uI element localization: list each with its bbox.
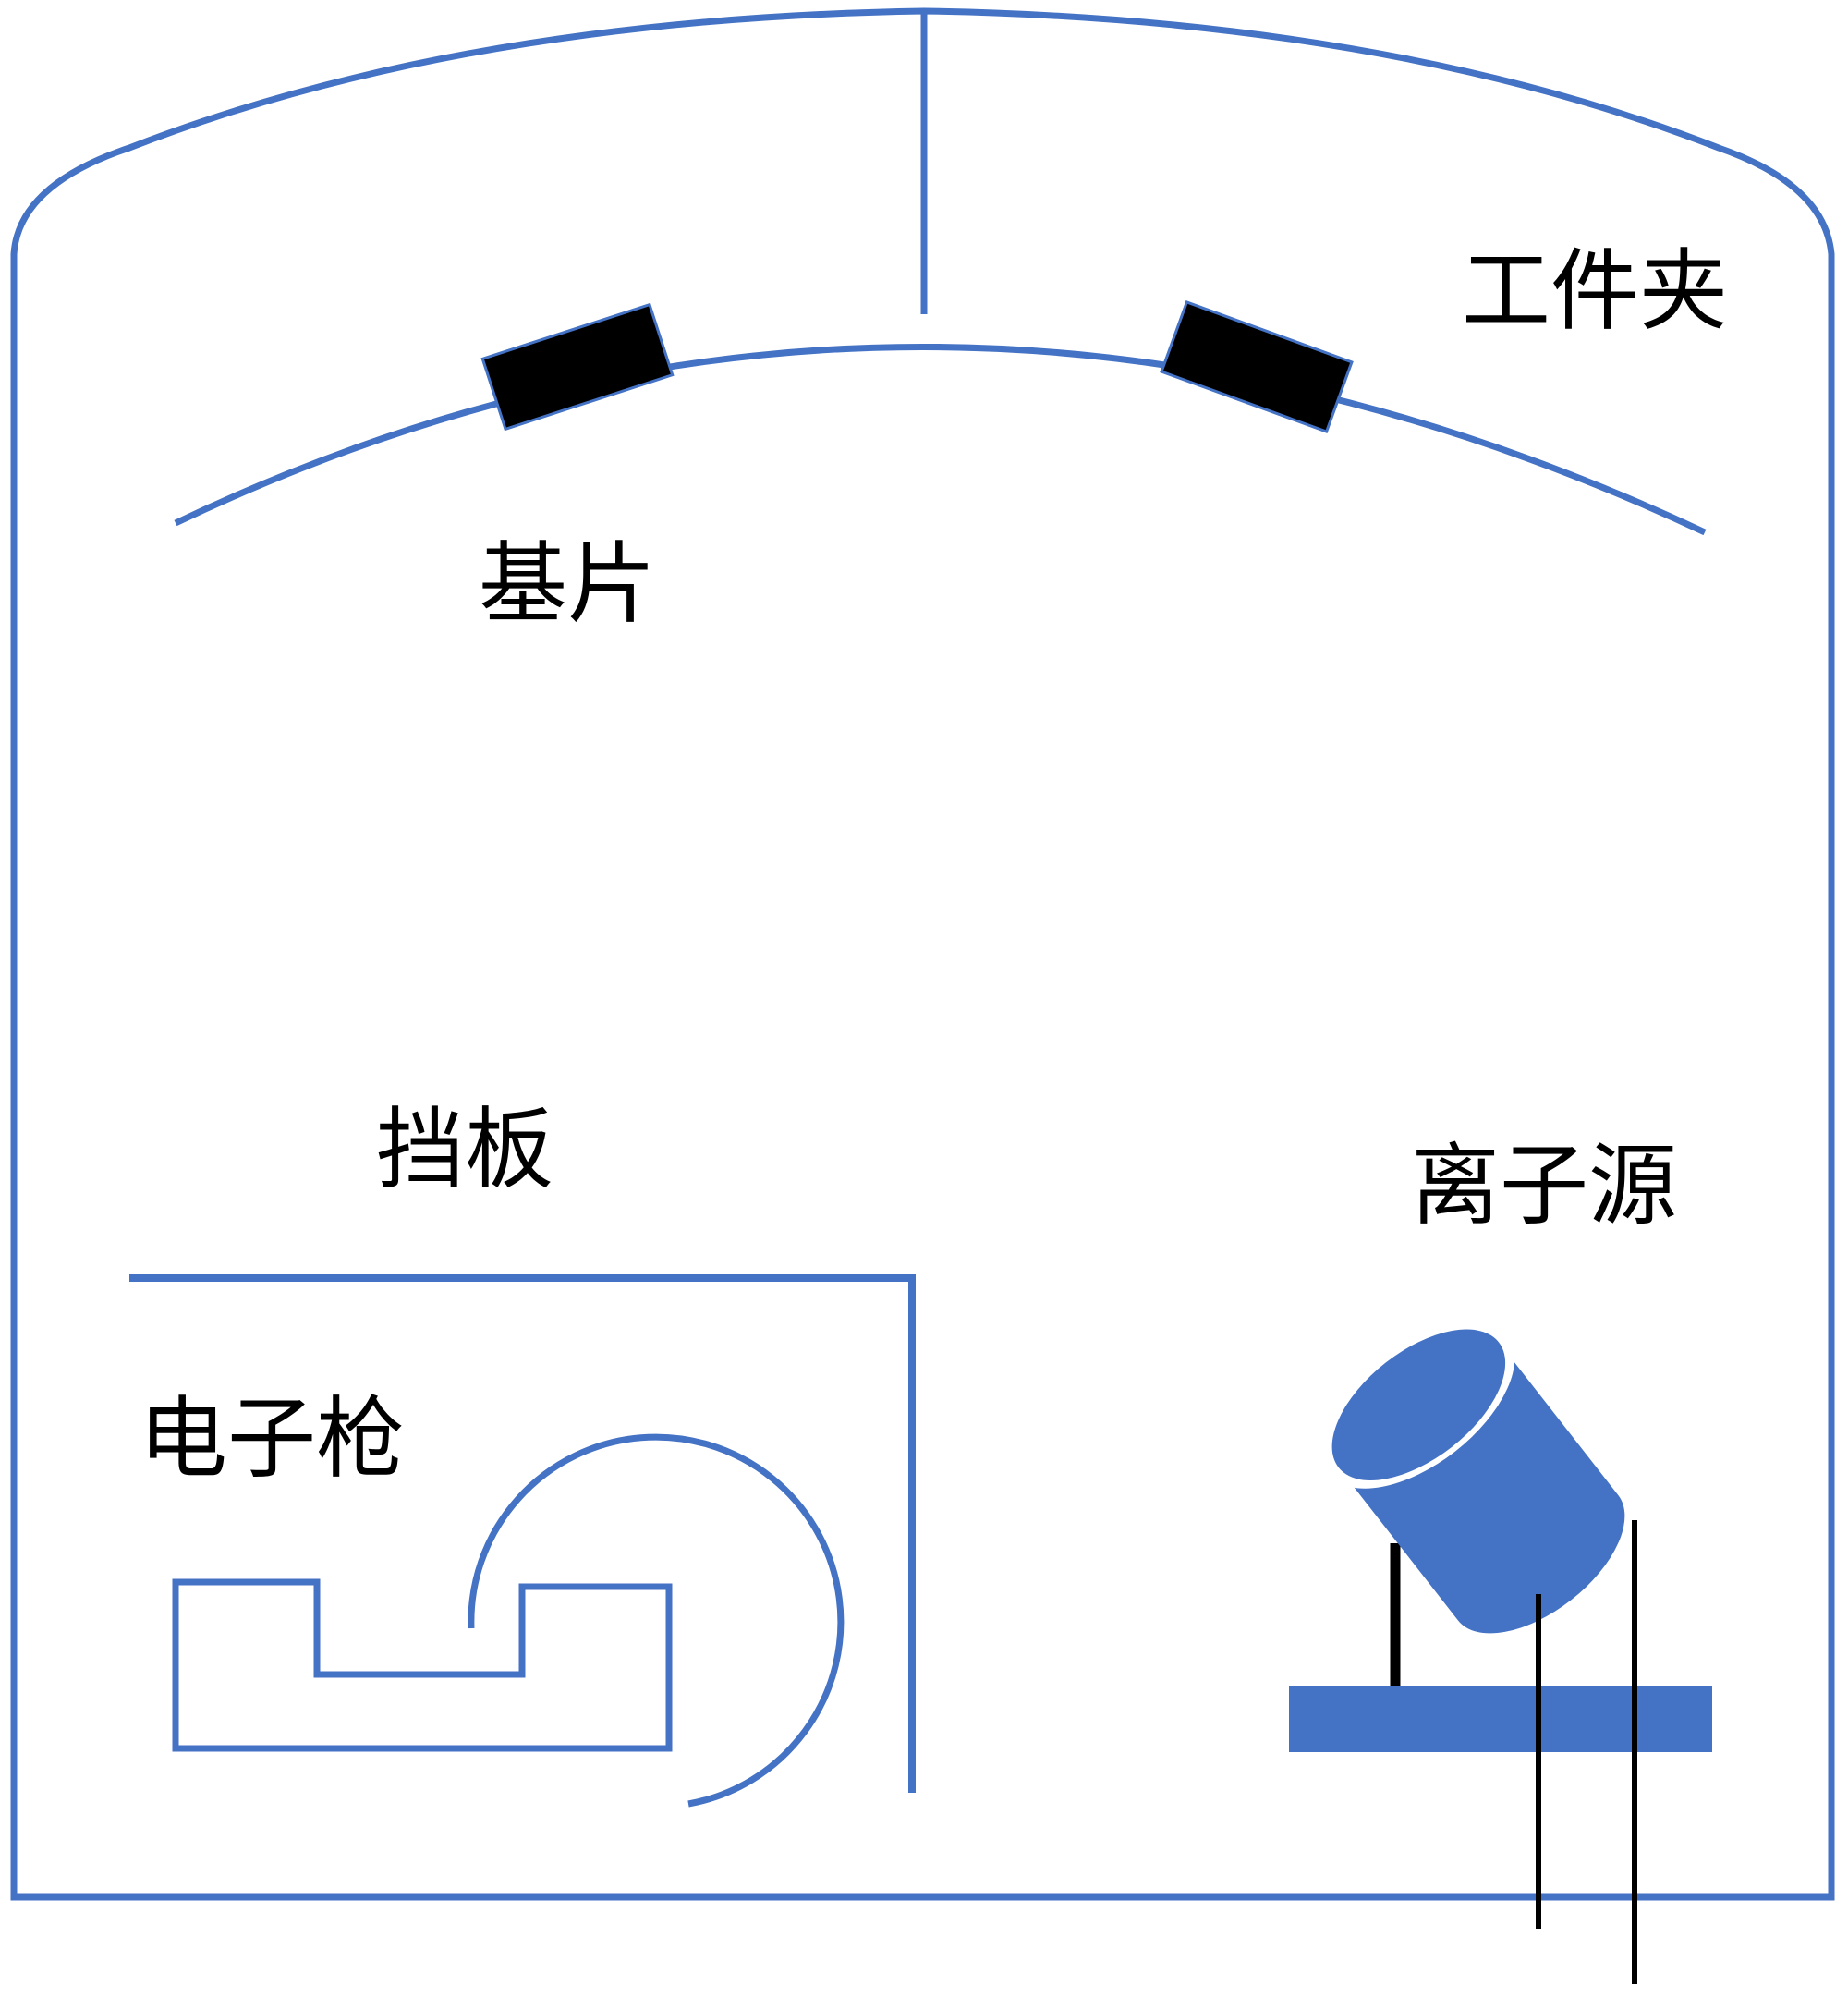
ion-source xyxy=(1322,1321,1625,1634)
label-fixture: 工件夹 xyxy=(1462,239,1728,343)
label-baffle: 挡板 xyxy=(376,1098,553,1201)
label-substrate: 基片 xyxy=(479,532,656,636)
substrate-right xyxy=(1160,299,1354,434)
baffle xyxy=(129,1274,916,1793)
label-ion-source: 离子源 xyxy=(1411,1134,1677,1237)
ion-source-cylinder-top xyxy=(1331,1329,1506,1480)
fixture-arc xyxy=(174,343,1707,536)
electron-gun-crucible xyxy=(172,1578,673,1752)
electron-beam-arc xyxy=(468,1433,845,1808)
substrate-left xyxy=(480,302,675,432)
label-electron-gun: 电子枪 xyxy=(139,1387,405,1491)
ion-source-base xyxy=(1289,1686,1712,1752)
